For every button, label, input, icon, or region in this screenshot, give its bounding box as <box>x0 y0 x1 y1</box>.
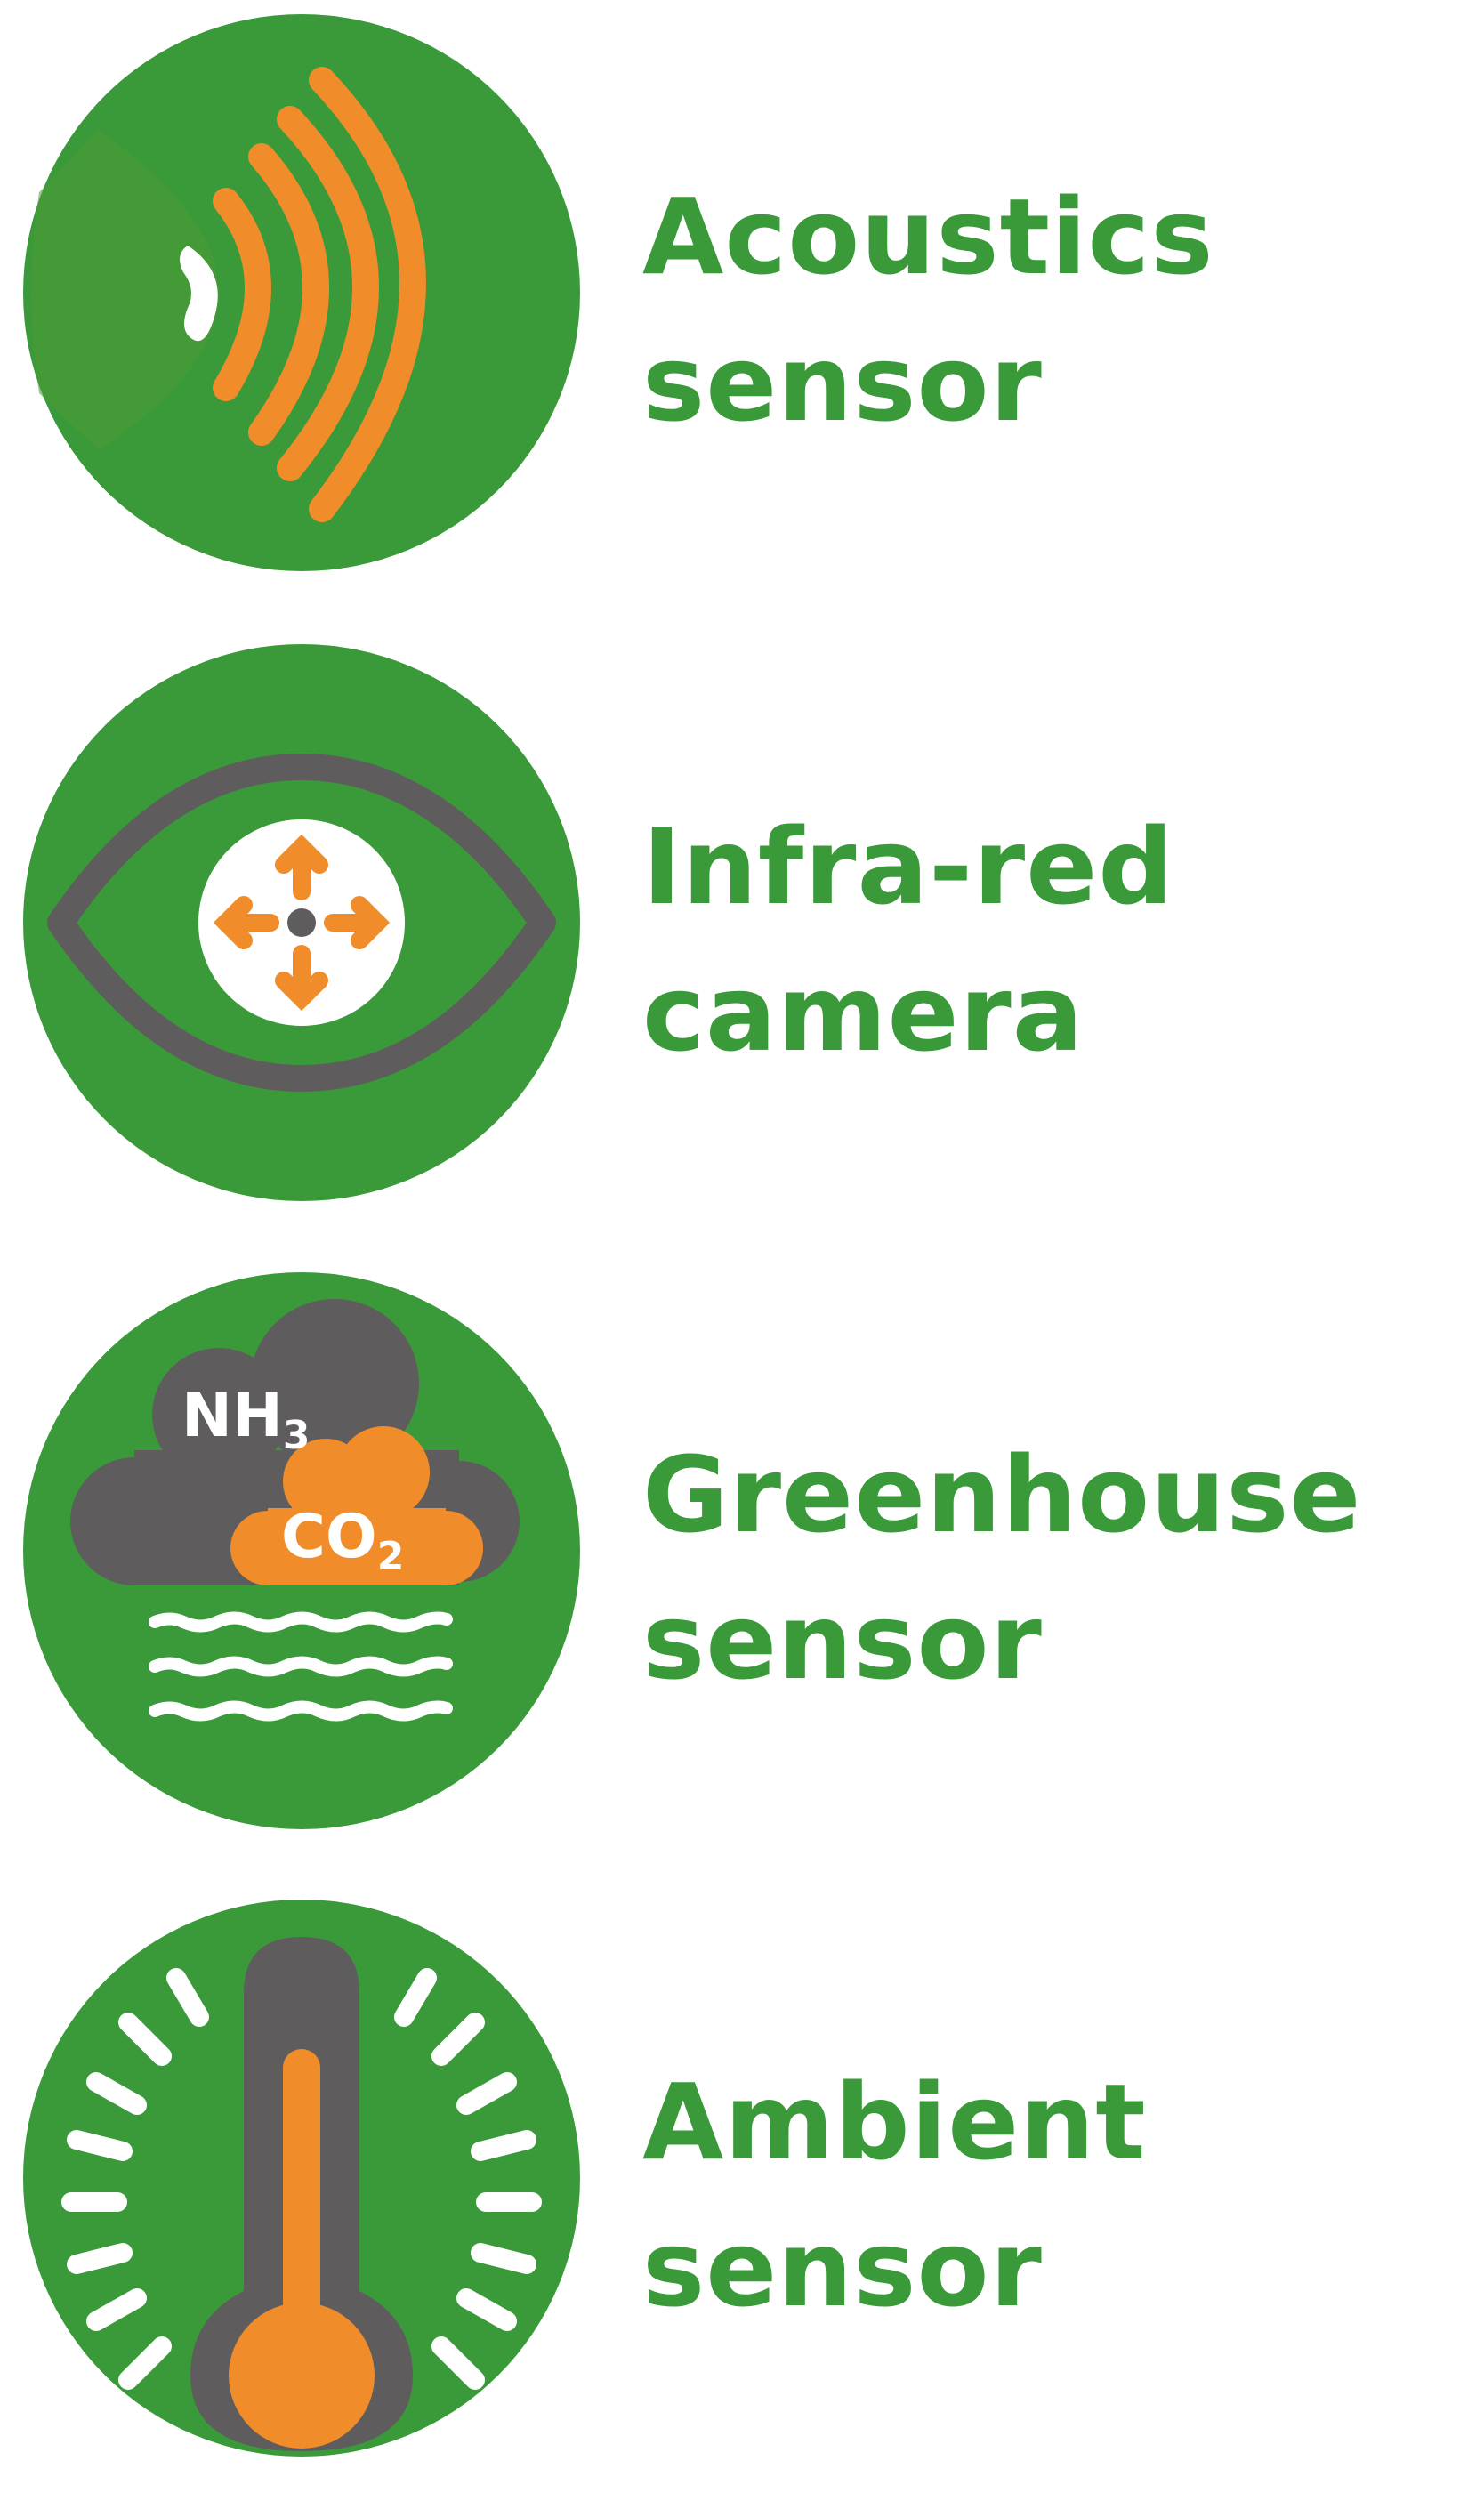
sensor-label-line1: Infra-red <box>642 805 1174 928</box>
sensor-label-line1: Ambient <box>642 2061 1147 2183</box>
sensor-item-greenhouse: NH3 CO2 Greenhouse sensor <box>0 1272 1484 1842</box>
sensor-label-line2: sensor <box>642 322 1043 445</box>
sensor-label-line1: Greenhouse <box>642 1433 1362 1556</box>
acoustics-icon <box>23 14 580 571</box>
sensor-item-ambient: Ambient sensor <box>0 1900 1484 2469</box>
sensor-label-line2: camera <box>642 952 1085 1075</box>
sensor-item-infrared-camera: Infra-red camera <box>0 644 1484 1214</box>
svg-text:NH3: NH3 <box>181 1381 310 1458</box>
gas-label-nh3-sub: 3 <box>283 1413 311 1458</box>
sensor-label-line2: sensor <box>642 2207 1043 2330</box>
sensor-label-line2: sensor <box>642 1580 1043 1703</box>
infrared-eye-icon <box>23 644 580 1201</box>
svg-text:CO2: CO2 <box>281 1502 404 1579</box>
sensor-label: Ambient sensor <box>642 2049 1147 2343</box>
sensor-label: Acoustics sensor <box>642 164 1214 457</box>
thermometer-icon <box>23 1900 580 2457</box>
gas-label-co2: CO <box>281 1502 377 1572</box>
sensor-item-acoustics: Acoustics sensor <box>0 14 1484 584</box>
gas-label-nh3: NH <box>181 1381 283 1451</box>
sensor-label-line1: Acoustics <box>642 175 1214 298</box>
sensor-label: Infra-red camera <box>642 794 1174 1087</box>
greenhouse-gas-icon: NH3 CO2 <box>23 1272 580 1829</box>
gas-label-co2-sub: 2 <box>377 1534 405 1579</box>
sensor-label: Greenhouse sensor <box>642 1422 1361 1715</box>
